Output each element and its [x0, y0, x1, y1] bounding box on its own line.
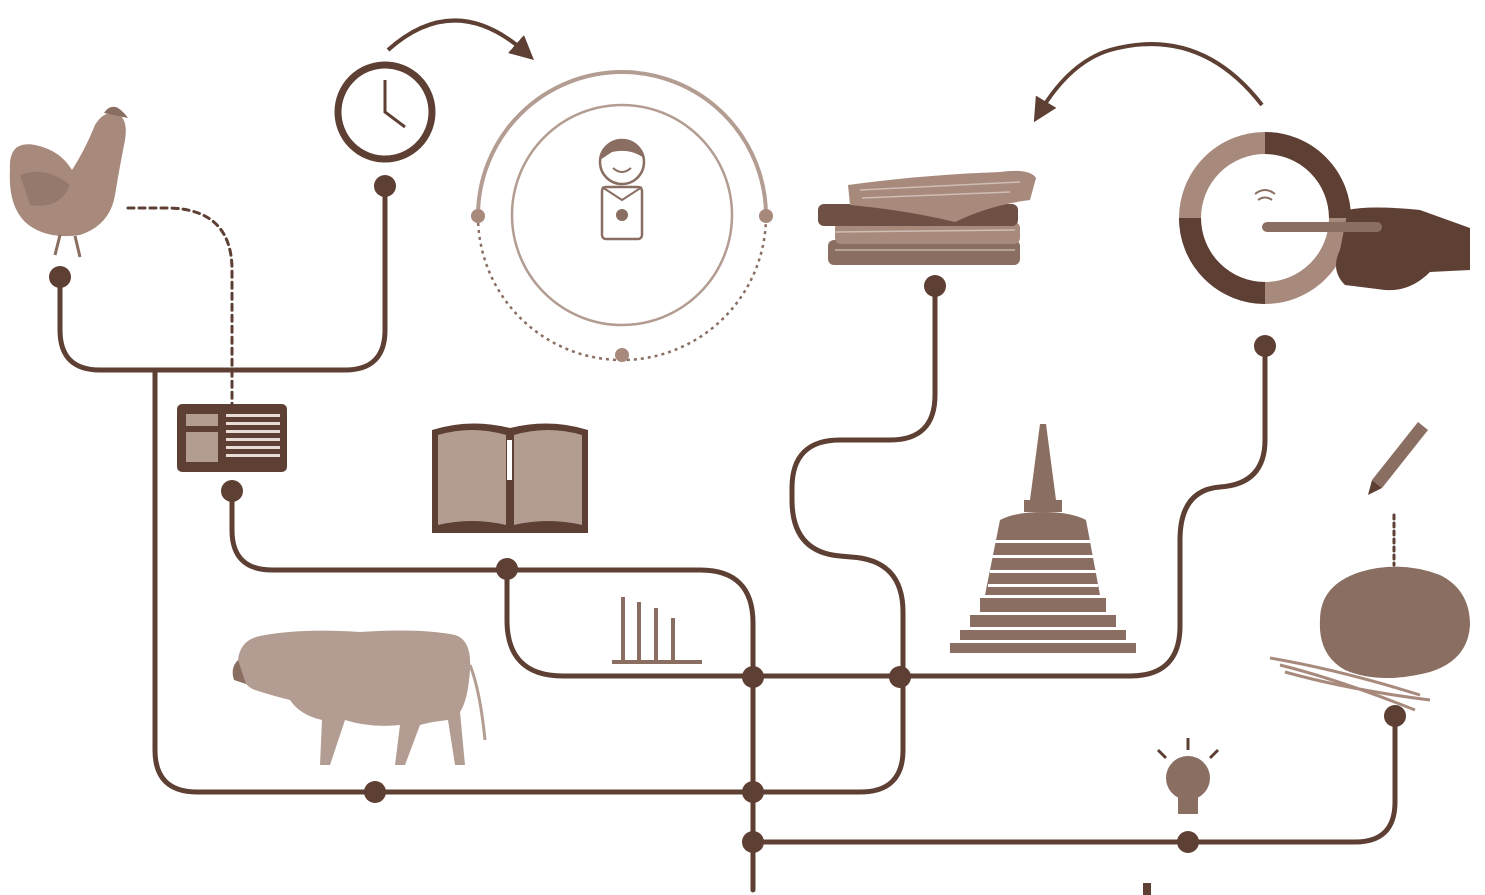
- bottom-right-line: [750, 713, 1398, 845]
- left-trunk-line: [152, 283, 938, 795]
- payment-to-textile-arrow: [1033, 42, 1264, 123]
- node-rice: [1384, 705, 1406, 727]
- card-line: [229, 488, 756, 893]
- clock-to-person-arrow: [386, 18, 534, 60]
- lightbulb-icon: [1156, 738, 1220, 814]
- node-bottom-2: [742, 831, 764, 853]
- person-icon: [471, 70, 773, 362]
- node-book: [496, 558, 518, 580]
- node-right: [889, 666, 911, 688]
- junction-nodes: [49, 175, 1406, 853]
- node-chicken: [49, 266, 71, 288]
- pencil-icon: [1368, 422, 1428, 495]
- node-bottom: [742, 781, 764, 803]
- contactless-payment-icon: [1179, 132, 1470, 304]
- node-cow: [364, 781, 386, 803]
- id-card-icon: [177, 404, 287, 472]
- book-line: [504, 343, 1268, 679]
- textile-stack-icon: [818, 170, 1036, 265]
- node-payment: [1254, 335, 1276, 357]
- clock-icon: [334, 61, 436, 163]
- node-textile: [924, 275, 946, 297]
- rice-grain-icon: [1269, 566, 1470, 712]
- stupa-temple-icon: [950, 424, 1136, 653]
- node-card: [221, 480, 243, 502]
- open-book-icon: [432, 423, 588, 533]
- chicken-icon: [9, 106, 128, 258]
- chicken-clock-line: [57, 183, 388, 373]
- cow-icon: [232, 630, 487, 765]
- node-center: [742, 666, 764, 688]
- chicken-card-dashed-line: [126, 206, 234, 407]
- node-bulb: [1177, 831, 1199, 853]
- bar-chart-icon: [612, 597, 702, 664]
- node-clock: [374, 175, 396, 197]
